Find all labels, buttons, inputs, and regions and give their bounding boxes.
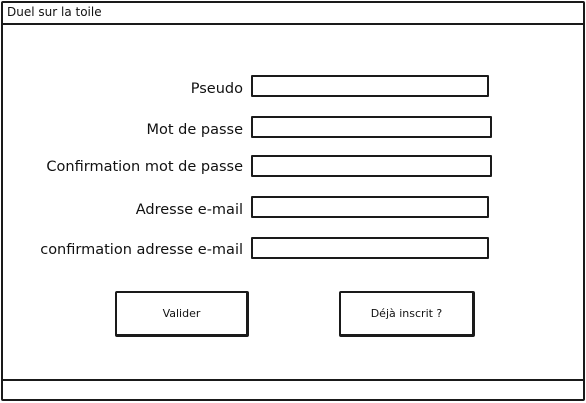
title-bar: Duel sur la toile bbox=[3, 3, 583, 25]
email-confirmation-label: confirmation adresse e-mail bbox=[40, 242, 243, 258]
submit-button[interactable]: Valider bbox=[115, 291, 249, 337]
status-bar bbox=[3, 379, 583, 401]
window-title: Duel sur la toile bbox=[7, 5, 102, 19]
pseudo-input[interactable] bbox=[251, 75, 489, 97]
email-input[interactable] bbox=[251, 196, 489, 218]
email-confirmation-input[interactable] bbox=[251, 237, 489, 259]
pseudo-label: Pseudo bbox=[190, 81, 243, 97]
password-confirmation-label: Confirmation mot de passe bbox=[46, 159, 243, 175]
already-registered-button[interactable]: Déjà inscrit ? bbox=[339, 291, 475, 337]
password-input[interactable] bbox=[251, 116, 492, 138]
password-label: Mot de passe bbox=[146, 122, 243, 138]
email-label: Adresse e-mail bbox=[135, 202, 243, 218]
password-confirmation-input[interactable] bbox=[251, 155, 492, 177]
